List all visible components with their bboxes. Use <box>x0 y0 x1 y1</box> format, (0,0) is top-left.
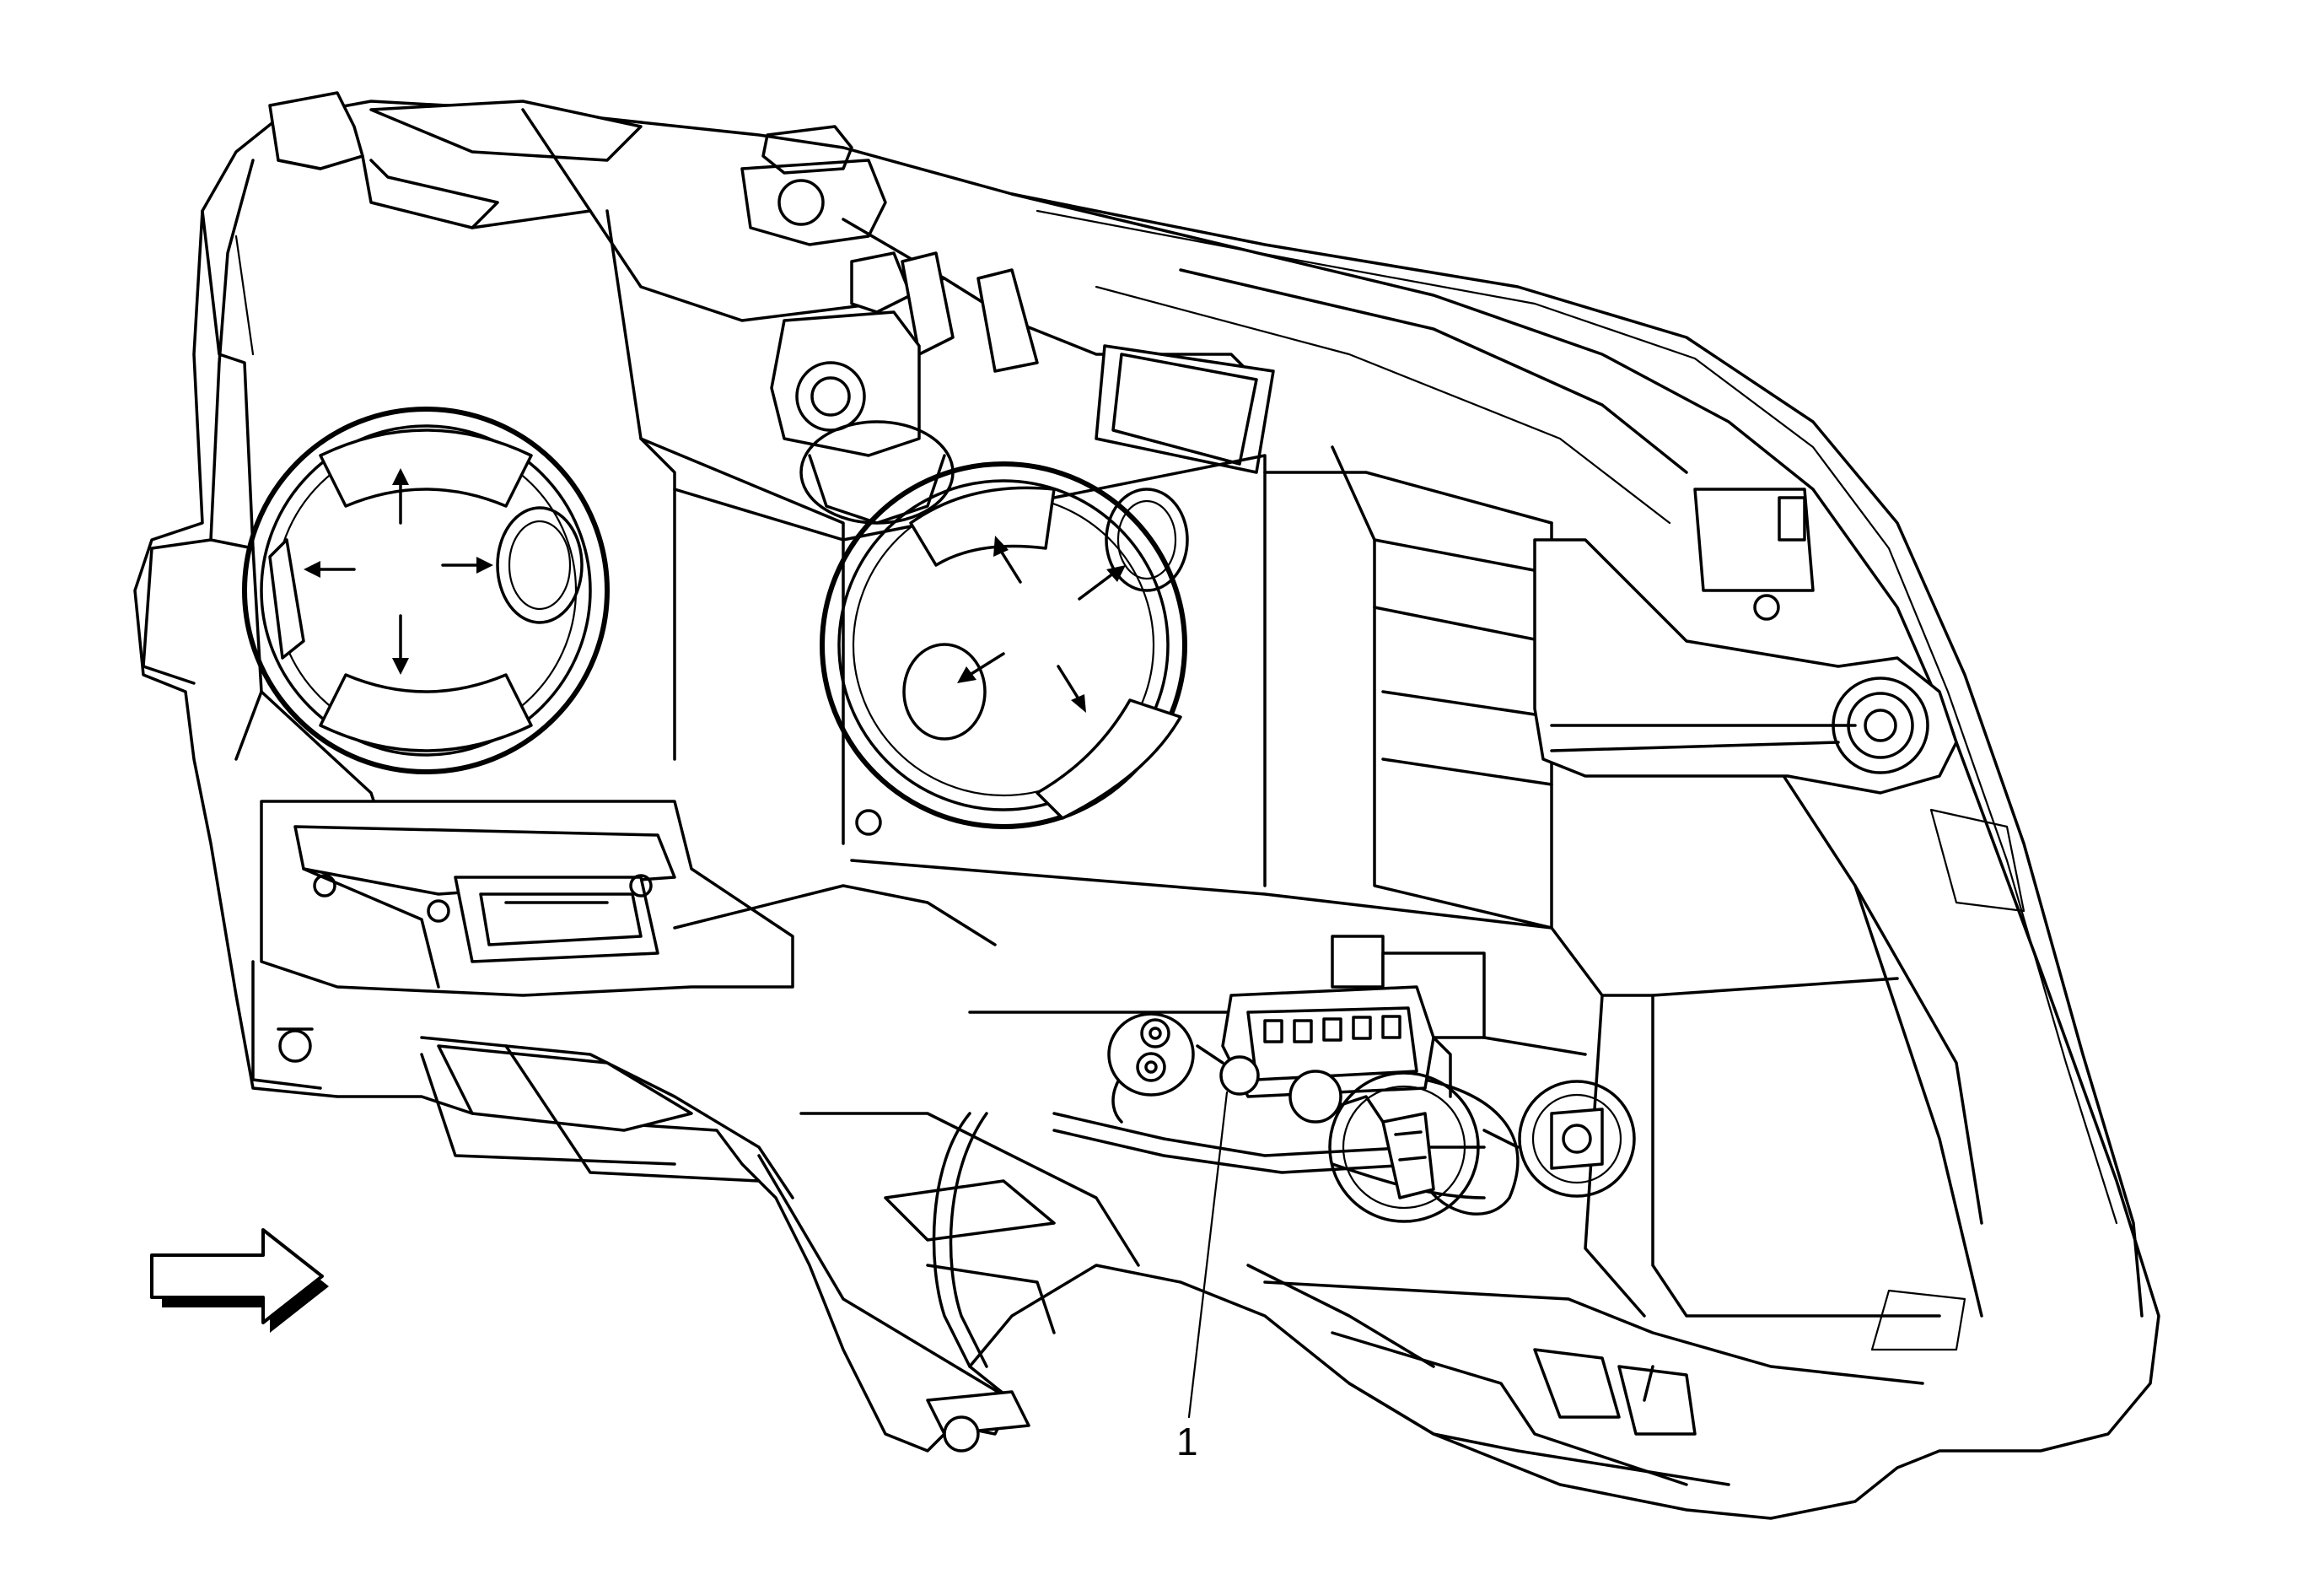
turn-signal-socket <box>1288 1070 1480 1223</box>
center-divider <box>605 209 1553 930</box>
upper-mounting-bracket <box>268 91 1275 474</box>
left-cover-rotation-arrows <box>304 468 493 675</box>
callout-1-label: 1 <box>1176 1420 1198 1463</box>
wiring-harness <box>932 1053 1520 1368</box>
left-bulb-cover <box>242 407 610 774</box>
harness-connector <box>1221 985 1452 1098</box>
side-marker-bulb <box>1107 1012 1260 1097</box>
callout-1: 1 <box>1176 1091 1229 1463</box>
right-cover-rotation-arrows <box>957 536 1126 713</box>
right-arrow-icon <box>150 1228 329 1333</box>
rear-socket <box>1482 1080 1636 1198</box>
right-mounting-tab <box>1533 488 1958 795</box>
headlamp-housing <box>133 100 2160 1520</box>
right-bulb-cover <box>820 461 1189 829</box>
lower-bracket <box>420 884 1924 1486</box>
lower-left-module <box>251 800 794 1090</box>
